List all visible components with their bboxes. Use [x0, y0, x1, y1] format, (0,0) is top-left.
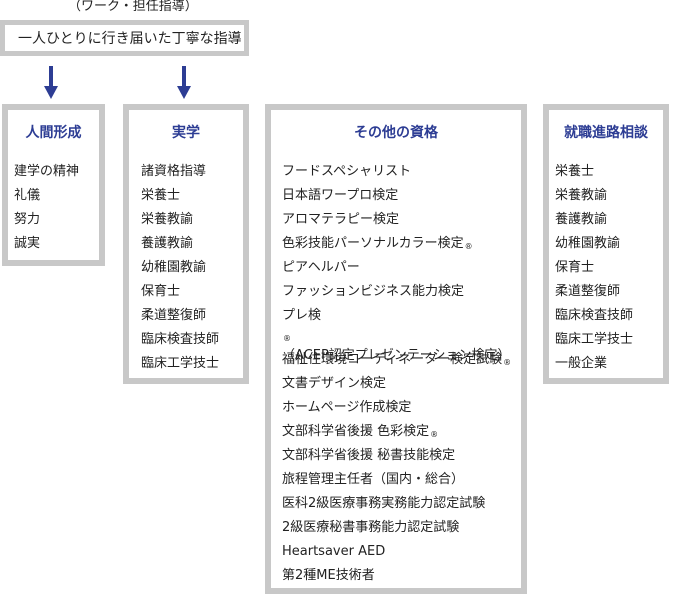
registered-mark: ® — [464, 242, 473, 251]
list-item: 日本語ワープロ検定 — [282, 188, 399, 203]
list-item-text: 福祉住環境コーディネーター検定試験 — [282, 352, 503, 367]
list-item: 臨床検査技師 — [141, 332, 220, 347]
list-item: 柔道整復師 — [555, 284, 621, 299]
guidance-box: 一人ひとりに行き届いた丁寧な指導 — [0, 20, 249, 56]
registered-mark: ® — [283, 334, 291, 343]
list-item: 栄養士 — [141, 188, 181, 203]
other-qualifications-card: その他の資格 フードスペシャリスト 日本語ワープロ検定 アロマテラピー検定 色彩… — [265, 104, 527, 594]
list-item: 臨床工学技士 — [555, 332, 634, 347]
list-item: 臨床工学技士 — [141, 356, 220, 371]
list-item: 誠実 — [14, 236, 41, 251]
list-item: アロマテラピー検定 — [282, 212, 400, 227]
list-item: 文書デザイン検定 — [282, 376, 387, 391]
list-item: 栄養教諭 — [555, 188, 608, 203]
registered-mark: ® — [503, 358, 512, 367]
list-item: 礼儀 — [14, 188, 41, 203]
list-item: ピアヘルパー — [282, 260, 360, 275]
list-item: 色彩技能パーソナルカラー検定® — [271, 232, 521, 256]
list-item: 栄養士 — [555, 164, 595, 179]
list-item: 文部科学省後援 秘書技能検定 — [282, 448, 456, 463]
registered-mark: ® — [430, 430, 439, 439]
list-item: 建学の精神 — [14, 164, 80, 179]
list-item: 幼稚園教諭 — [555, 236, 621, 251]
career-counseling-card: 就職進路相談 栄養士 栄養教諭 養護教諭 幼稚園教諭 保育士 柔道整復師 臨床検… — [543, 104, 669, 384]
practical-learning-list: 諸資格指導 栄養士 栄養教諭 養護教諭 幼稚園教諭 保育士 柔道整復師 臨床検査… — [129, 160, 243, 376]
list-item-line: （ACEP認定プレゼンテーション検定） — [282, 348, 511, 363]
list-item: 養護教諭 — [555, 212, 608, 227]
list-item: 保育士 — [555, 260, 595, 275]
human-formation-card: 人間形成 建学の精神 礼儀 努力 誠実 — [2, 104, 105, 266]
guidance-label: 一人ひとりに行き届いた丁寧な指導 — [18, 31, 242, 47]
list-item: 医科2級医療事務実務能力認定試験 — [282, 496, 486, 511]
list-item: 幼稚園教諭 — [141, 260, 207, 275]
guidance-note: （ワーク・担任指導） — [68, 0, 198, 14]
list-item: フードスペシャリスト — [282, 164, 412, 179]
list-item-text: プレ検 — [282, 308, 322, 323]
list-item: 第2種ME技術者 — [282, 568, 375, 583]
card-title: 実学 — [172, 125, 200, 141]
list-item: 一般企業 — [555, 356, 608, 371]
list-item-line: プレ検 ® — [282, 306, 521, 346]
list-item: 保育士 — [141, 284, 181, 299]
list-item: 2級医療秘書事務能力認定試験 — [282, 520, 460, 535]
practical-learning-card: 実学 諸資格指導 栄養士 栄養教諭 養護教諭 幼稚園教諭 保育士 柔道整復師 臨… — [123, 104, 249, 384]
career-counseling-list: 栄養士 栄養教諭 養護教諭 幼稚園教諭 保育士 柔道整復師 臨床検査技師 臨床工… — [549, 160, 663, 376]
list-item-text: 文部科学省後援 色彩検定 — [282, 424, 430, 439]
list-item: 旅程管理主任者（国内・総合） — [282, 472, 465, 487]
list-item: 文部科学省後援 色彩検定® — [271, 420, 521, 444]
arrow-down-icon — [44, 66, 58, 99]
list-item: 養護教諭 — [141, 236, 194, 251]
card-title: 就職進路相談 — [564, 125, 648, 141]
other-qualifications-list: フードスペシャリスト 日本語ワープロ検定 アロマテラピー検定 色彩技能パーソナル… — [271, 160, 521, 588]
card-title: その他の資格 — [354, 125, 438, 141]
card-title: 人間形成 — [25, 125, 82, 141]
list-item: Heartsaver AED — [282, 544, 386, 559]
list-item: 福祉住環境コーディネーター検定試験® — [271, 348, 521, 372]
human-formation-list: 建学の精神 礼儀 努力 誠実 — [8, 160, 99, 256]
list-item: 努力 — [14, 212, 41, 227]
list-item: 栄養教諭 — [141, 212, 194, 227]
list-item: ファッションビジネス能力検定 — [282, 284, 465, 299]
list-item-text: 色彩技能パーソナルカラー検定 — [282, 236, 464, 251]
list-item: 諸資格指導 — [141, 164, 207, 179]
list-item: ホームページ作成検定 — [282, 400, 412, 415]
list-item: プレ検 ® （ACEP認定プレゼンテーション検定） — [271, 304, 521, 363]
list-item: 柔道整復師 — [141, 308, 207, 323]
list-item: 臨床検査技師 — [555, 308, 634, 323]
arrow-down-icon — [177, 66, 191, 99]
